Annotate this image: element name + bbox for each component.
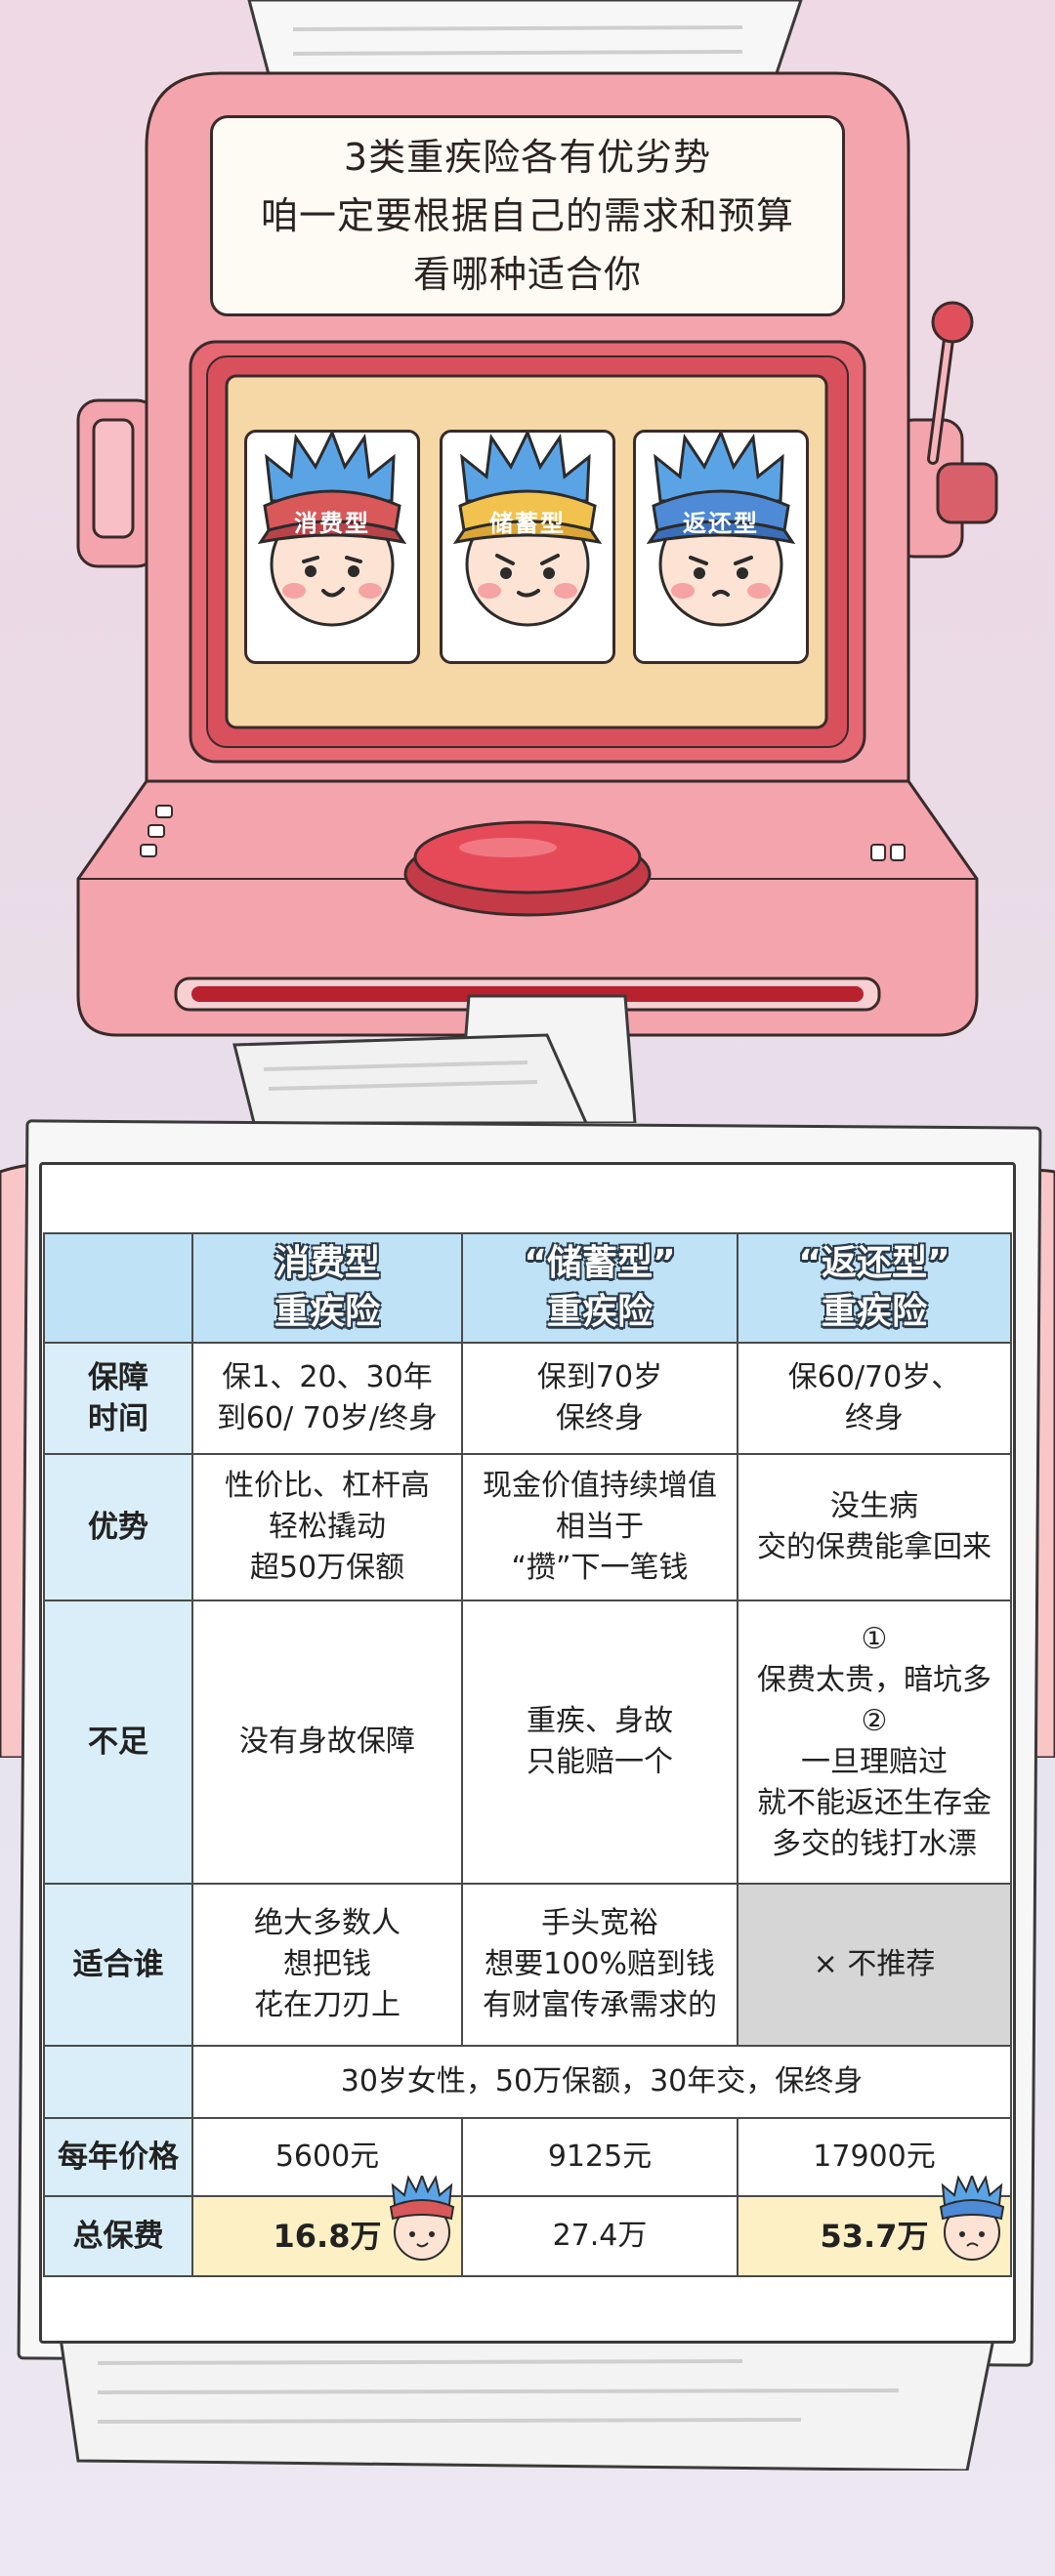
cell-coverage-savings: 保到70岁 保终身 [461,1342,738,1455]
comparison-table: 消费型 重疾险 “储蓄型” 重疾险 “返还型” 重疾险 保障 时间 保1、20、… [43,1232,1012,2277]
cell-example: 30岁女性，50万保额，30年交，保终身 [191,2045,1012,2119]
mascot-return-icon [646,433,796,627]
cell-shortcoming-savings: 重疾、身故 只能赔一个 [461,1600,738,1885]
col-header-savings: “储蓄型” 重疾险 [461,1232,738,1344]
col-header-return: “返还型” 重疾险 [737,1232,1012,1344]
table-corner [43,1232,193,1344]
cell-suitable-return: × 不推荐 [737,1883,1012,2047]
col-header-consumer: 消费型 重疾险 [191,1232,463,1344]
reel-savings: 储蓄型 [440,430,615,664]
cell-shortcoming-consumer: 没有身故保障 [191,1600,463,1885]
cell-annual-consumer: 5600元 [191,2117,463,2197]
table-row: 优势 性价比、杠杆高 轻松撬动 超50万保额 现金价值持续增值 相当于 “攒”下… [43,1453,1012,1601]
row-header-example-empty [43,2045,193,2119]
table-row: 总保费 16.8万 27.4万 53.7万 [43,2195,1012,2277]
reel-label-savings: 储蓄型 [489,510,566,537]
title-line-3: 看哪种适合你 [412,253,642,296]
cell-coverage-return: 保60/70岁、 终身 [737,1342,1012,1455]
cell-shortcoming-return: ① 保费太贵，暗坑多 ② 一旦理赔过 就不能返还生存金 多交的钱打水漂 [737,1600,1012,1885]
paper-top-decoration [247,0,803,95]
reel-consumer: 消费型 [244,430,420,664]
reel-label-consumer: 消费型 [294,510,370,537]
table-row-example: 30岁女性，50万保额，30年交，保终身 [43,2045,1012,2119]
table-header-row: 消费型 重疾险 “储蓄型” 重疾险 “返还型” 重疾险 [43,1232,1012,1344]
mascot-savings-icon [452,433,603,627]
row-header-coverage: 保障 时间 [43,1342,193,1455]
paper-bottom-decoration [59,2324,996,2471]
table-row: 适合谁 绝大多数人 想把钱 花在刀刃上 手头宽裕 想要100%赔到钱 有财富传承… [43,1883,1012,2047]
row-header-suitable: 适合谁 [43,1883,193,2047]
row-header-total-premium: 总保费 [43,2195,193,2277]
cell-total-savings: 27.4万 [461,2195,738,2277]
reel-return: 返还型 [633,430,809,664]
row-header-shortcoming: 不足 [43,1600,193,1885]
reel-label-return: 返还型 [683,510,759,537]
cell-advantage-savings: 现金价值持续增值 相当于 “攒”下一笔钱 [461,1453,738,1601]
mascot-return-small-icon [939,2176,1005,2261]
cell-suitable-savings: 手头宽裕 想要100%赔到钱 有财富传承需求的 [461,1883,738,2047]
table-row: 不足 没有身故保障 重疾、身故 只能赔一个 ① 保费太贵，暗坑多 ② 一旦理赔过… [43,1600,1012,1885]
cell-suitable-consumer: 绝大多数人 想把钱 花在刀刃上 [191,1883,463,2047]
row-header-advantage: 优势 [43,1453,193,1601]
row-header-annual-price: 每年价格 [43,2117,193,2197]
mascot-consumer-icon [257,433,407,627]
table-row: 保障 时间 保1、20、30年 到60/ 70岁/终身 保到70岁 保终身 保6… [43,1342,1012,1455]
cell-advantage-consumer: 性价比、杠杆高 轻松撬动 超50万保额 [191,1453,463,1601]
title-line-2: 咱一定要根据自己的需求和预算 [260,194,794,237]
cell-annual-savings: 9125元 [461,2117,738,2197]
cell-coverage-consumer: 保1、20、30年 到60/ 70岁/终身 [191,1342,463,1455]
title-line-1: 3类重疾险各有优劣势 [343,136,712,179]
table-row: 每年价格 5600元 9125元 17900元 [43,2117,1012,2197]
title-board: 3类重疾险各有优劣势 咱一定要根据自己的需求和预算 看哪种适合你 [210,115,845,316]
mascot-consumer-small-icon [389,2176,455,2261]
cell-advantage-return: 没生病 交的保费能拿回来 [737,1453,1012,1601]
cell-annual-return: 17900元 [737,2117,1012,2197]
